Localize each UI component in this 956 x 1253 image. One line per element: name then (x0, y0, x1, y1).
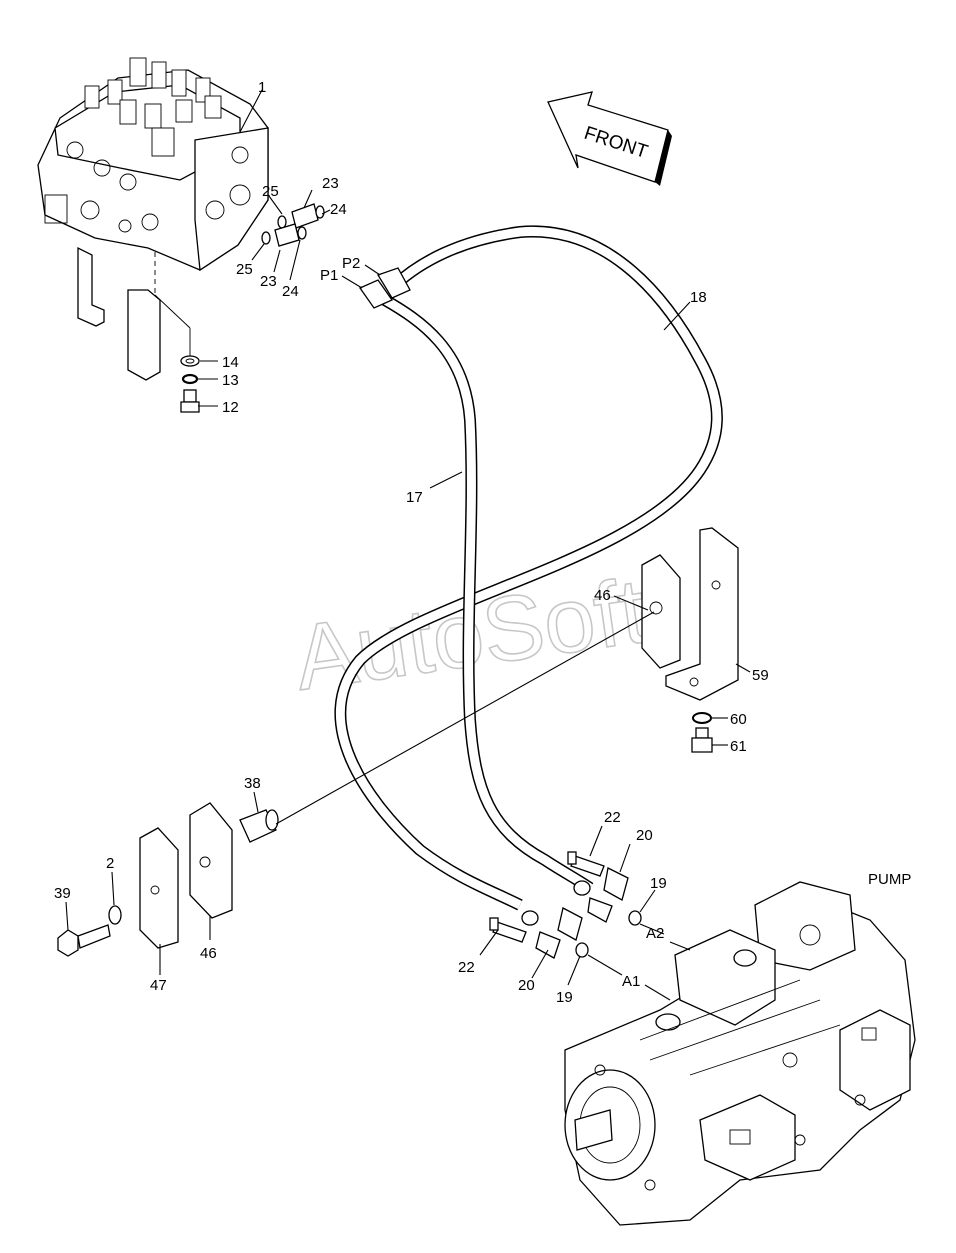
pump-label: PUMP (868, 871, 911, 888)
callout-61: 61 (730, 738, 747, 755)
callout-2: 2 (106, 855, 114, 872)
callout-17: 17 (406, 489, 423, 506)
callout-25-upper: 25 (262, 183, 279, 200)
callout-23-lower: 23 (260, 273, 277, 290)
callout-1: 1 (258, 79, 266, 96)
clamp-46-upper (641, 554, 681, 669)
callout-19-upper: 19 (650, 875, 667, 892)
washer-14 (180, 355, 200, 367)
hydraulic-pump (564, 881, 916, 1226)
washer-60 (692, 712, 712, 724)
bolt-22-upper (567, 851, 605, 877)
washer-2 (108, 905, 122, 925)
bolt-12 (180, 389, 200, 413)
clamp-46-lower (189, 802, 233, 919)
callout-13: 13 (222, 372, 239, 389)
callout-20-upper: 20 (636, 827, 653, 844)
spacer-38 (239, 809, 279, 843)
callout-47: 47 (150, 977, 167, 994)
callout-22-upper: 22 (604, 809, 621, 826)
control-valve (37, 57, 269, 381)
callout-22-lower: 22 (458, 959, 475, 976)
fitting-lower (261, 223, 307, 247)
callout-38: 38 (244, 775, 261, 792)
callout-14: 14 (222, 354, 239, 371)
callout-25-lower: 25 (236, 261, 253, 278)
callout-24-upper: 24 (330, 201, 347, 218)
hose-18 (334, 225, 723, 911)
callout-19-lower: 19 (556, 989, 573, 1006)
hose-17 (359, 279, 594, 926)
fitting-upper (277, 203, 325, 229)
lock-washer-13 (181, 373, 199, 385)
bracket-59 (665, 527, 739, 701)
plate-47 (139, 827, 179, 949)
callout-23-upper: 23 (322, 175, 339, 192)
bolt-61 (691, 727, 713, 753)
flange-20-upper (587, 867, 629, 923)
leader-lines (65, 89, 751, 1001)
callout-24-lower: 24 (282, 283, 299, 300)
callout-46-upper: 46 (594, 587, 611, 604)
port-a1-label: A1 (622, 973, 640, 990)
callout-18: 18 (690, 289, 707, 306)
bolt-22-lower (489, 917, 527, 943)
callout-labels: 1 25 23 24 25 23 24 P2 P1 18 17 14 13 12… (54, 79, 911, 1006)
callout-46-lower: 46 (200, 945, 217, 962)
flange-20-lower (535, 907, 583, 959)
callout-39: 39 (54, 885, 71, 902)
port-p1-label: P1 (320, 267, 338, 284)
callout-20-lower: 20 (518, 977, 535, 994)
bolt-39 (57, 924, 111, 957)
callout-12: 12 (222, 399, 239, 416)
port-a2-label: A2 (646, 925, 664, 942)
callout-60: 60 (730, 711, 747, 728)
oring-19-lower (575, 942, 589, 958)
callout-59: 59 (752, 667, 769, 684)
port-p2-label: P2 (342, 255, 360, 272)
front-direction-arrow: FRONT (547, 91, 672, 186)
oring-19-upper (628, 910, 642, 926)
